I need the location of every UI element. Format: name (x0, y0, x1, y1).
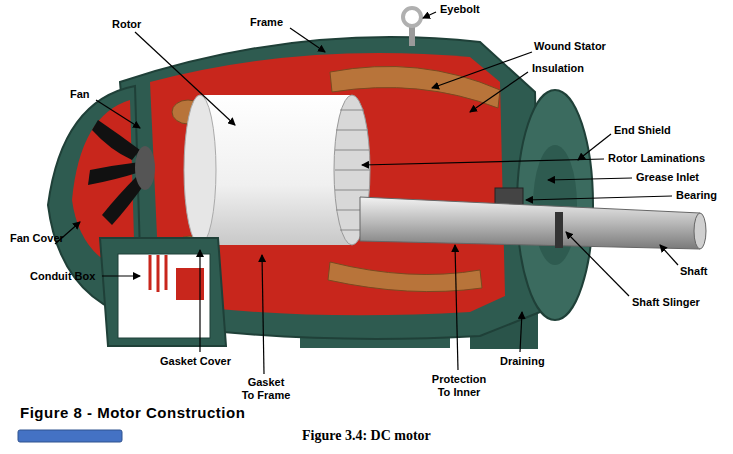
figure-title: Figure 8 - Motor Construction (20, 404, 245, 421)
stator-label: Wound Stator (534, 40, 606, 53)
insulation-label: Insulation (532, 62, 584, 75)
eyebolt-label: Eyebolt (440, 3, 480, 16)
gasket-frame-label: Gasket To Frame (240, 376, 292, 401)
grease-inlet-label: Grease Inlet (636, 171, 699, 184)
protection-label: Protection To Inner (425, 373, 493, 398)
conduit-box-label: Conduit Box (30, 270, 95, 283)
bearing-label: Bearing (676, 189, 717, 202)
figure-caption: Figure 3.4: DC motor (302, 428, 431, 444)
draining-label: Draining (500, 355, 545, 368)
frame-label: Frame (250, 16, 283, 29)
gasket-cover-label: Gasket Cover (160, 355, 231, 368)
fan-cover-label: Fan Cover (10, 232, 64, 245)
rotor-label: Rotor (112, 18, 141, 31)
fan-label: Fan (70, 88, 90, 101)
end-shield-label: End Shield (614, 124, 671, 137)
shaft-label: Shaft (680, 265, 708, 278)
shaft-slinger-label: Shaft Slinger (632, 296, 700, 309)
laminations-label: Rotor Laminations (608, 152, 705, 165)
